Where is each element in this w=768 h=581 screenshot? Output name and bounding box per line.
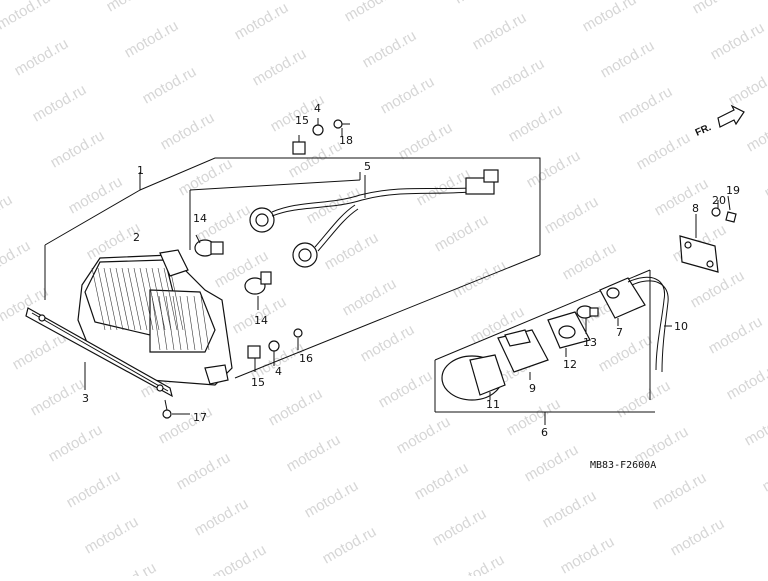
- callout-4: 4: [314, 102, 321, 115]
- watermark-text: motod.ru: [266, 385, 326, 429]
- watermark-text: motod.ru: [100, 559, 160, 576]
- watermark-text: motod.ru: [360, 27, 420, 71]
- watermark-text: motod.ru: [412, 459, 472, 503]
- callout-2: 2: [133, 231, 140, 244]
- watermark-text: motod.ru: [140, 63, 200, 107]
- watermark-text: motod.ru: [82, 513, 142, 557]
- watermark-text: motod.ru: [342, 0, 402, 25]
- watermark-text: motod.ru: [724, 359, 768, 403]
- callout-14: 14: [193, 212, 207, 225]
- watermark-text: motod.ru: [0, 191, 15, 235]
- watermark-text: motod.ru: [542, 193, 602, 237]
- watermark-text: motod.ru: [616, 83, 676, 127]
- callout-11: 11: [486, 398, 500, 411]
- watermark-text: motod.ru: [540, 487, 600, 531]
- watermark-text: motod.ru: [192, 495, 252, 539]
- front-direction-indicator: [718, 106, 744, 127]
- watermark-text: motod.ru: [210, 541, 270, 576]
- watermark-text: motod.ru: [726, 65, 768, 109]
- watermark-text: motod.ru: [560, 239, 620, 283]
- watermark-text: motod.ru: [30, 81, 90, 125]
- callout-1: 1: [137, 164, 144, 177]
- watermark-text: motod.ru: [340, 275, 400, 319]
- watermark-text: motod.ru: [10, 329, 70, 373]
- watermark-text: motod.ru: [614, 377, 674, 421]
- watermark-text: motod.ru: [652, 175, 712, 219]
- watermark-text: motod.ru: [302, 477, 362, 521]
- watermark-text: motod.ru: [650, 469, 710, 513]
- watermark-text: motod.ru: [232, 0, 292, 43]
- watermark-text: motod.ru: [12, 35, 72, 79]
- callout-14: 14: [254, 314, 268, 327]
- watermark-text: motod.ru: [0, 237, 33, 281]
- watermark-text: motod.ru: [598, 37, 658, 81]
- watermark-text: motod.ru: [378, 73, 438, 117]
- watermark-text: motod.ru: [46, 421, 106, 465]
- watermark-text: motod.ru: [448, 551, 508, 576]
- watermark-text: motod.ru: [634, 129, 694, 173]
- watermark-text: motod.ru: [760, 451, 768, 495]
- watermark-text: motod.ru: [66, 173, 126, 217]
- watermark-text: motod.ru: [28, 375, 88, 419]
- callout-5: 5: [364, 160, 371, 173]
- callout-16: 16: [299, 352, 313, 365]
- callout-19: 19: [726, 184, 740, 197]
- watermark-text: motod.ru: [524, 147, 584, 191]
- watermark-text: motod.ru: [320, 523, 380, 567]
- callout-3: 3: [82, 392, 89, 405]
- watermark-text: motod.ru: [558, 533, 618, 576]
- drawing-code: MB83-F2600A: [590, 460, 656, 471]
- watermark-text: motod.ru: [706, 313, 766, 357]
- watermark-text: motod.ru: [744, 111, 768, 155]
- watermark-text: motod.ru: [580, 0, 640, 35]
- watermark-text: motod.ru: [394, 413, 454, 457]
- watermark-text: motod.ru: [488, 55, 548, 99]
- callout-20: 20: [712, 194, 726, 207]
- watermark-text: motod.ru: [122, 17, 182, 61]
- watermark-text: motod.ru: [174, 449, 234, 493]
- watermark-text: motod.ru: [396, 119, 456, 163]
- watermark-text: motod.ru: [470, 9, 530, 53]
- watermark-text: motod.ru: [688, 267, 748, 311]
- callout-13: 13: [583, 336, 597, 349]
- watermark-text: motod.ru: [708, 19, 768, 63]
- callout-17: 17: [193, 411, 207, 424]
- watermark-text: motod.ru: [452, 0, 512, 7]
- direction-label: FR.: [694, 122, 713, 139]
- callout-12: 12: [563, 358, 577, 371]
- watermark-text: motod.ru: [432, 211, 492, 255]
- callout-18: 18: [339, 134, 353, 147]
- watermark-text: motod.ru: [414, 165, 474, 209]
- watermark-text: motod.ru: [596, 331, 656, 375]
- watermark-text: motod.ru: [376, 367, 436, 411]
- callout-6: 6: [541, 426, 548, 439]
- callout-8: 8: [692, 202, 699, 215]
- callout-10: 10: [674, 320, 688, 333]
- watermark-text: motod.ru: [48, 127, 108, 171]
- watermark-text: motod.ru: [742, 405, 768, 449]
- watermark-text: motod.ru: [104, 0, 164, 15]
- watermark-text: motod.ru: [64, 467, 124, 511]
- watermark-text: motod.ru: [250, 45, 310, 89]
- watermark-text: motod.ru: [668, 515, 728, 559]
- watermark-text: motod.ru: [522, 441, 582, 485]
- watermark-text: motod.ru: [358, 321, 418, 365]
- callout-4: 4: [275, 365, 282, 378]
- callout-9: 9: [529, 382, 536, 395]
- callout-15: 15: [251, 376, 265, 389]
- watermark-text: motod.ru: [158, 109, 218, 153]
- callout-7: 7: [616, 326, 623, 339]
- watermark-text: motod.ru: [690, 0, 750, 17]
- watermark-text: motod.ru: [762, 157, 768, 201]
- watermark-text: motod.ru: [156, 403, 216, 447]
- watermark-text: motod.ru: [0, 0, 53, 33]
- callout-15: 15: [295, 114, 309, 127]
- watermark-text: motod.ru: [506, 101, 566, 145]
- watermark-text: motod.ru: [284, 431, 344, 475]
- watermark-text: motod.ru: [504, 395, 564, 439]
- watermark-text: motod.ru: [430, 505, 490, 549]
